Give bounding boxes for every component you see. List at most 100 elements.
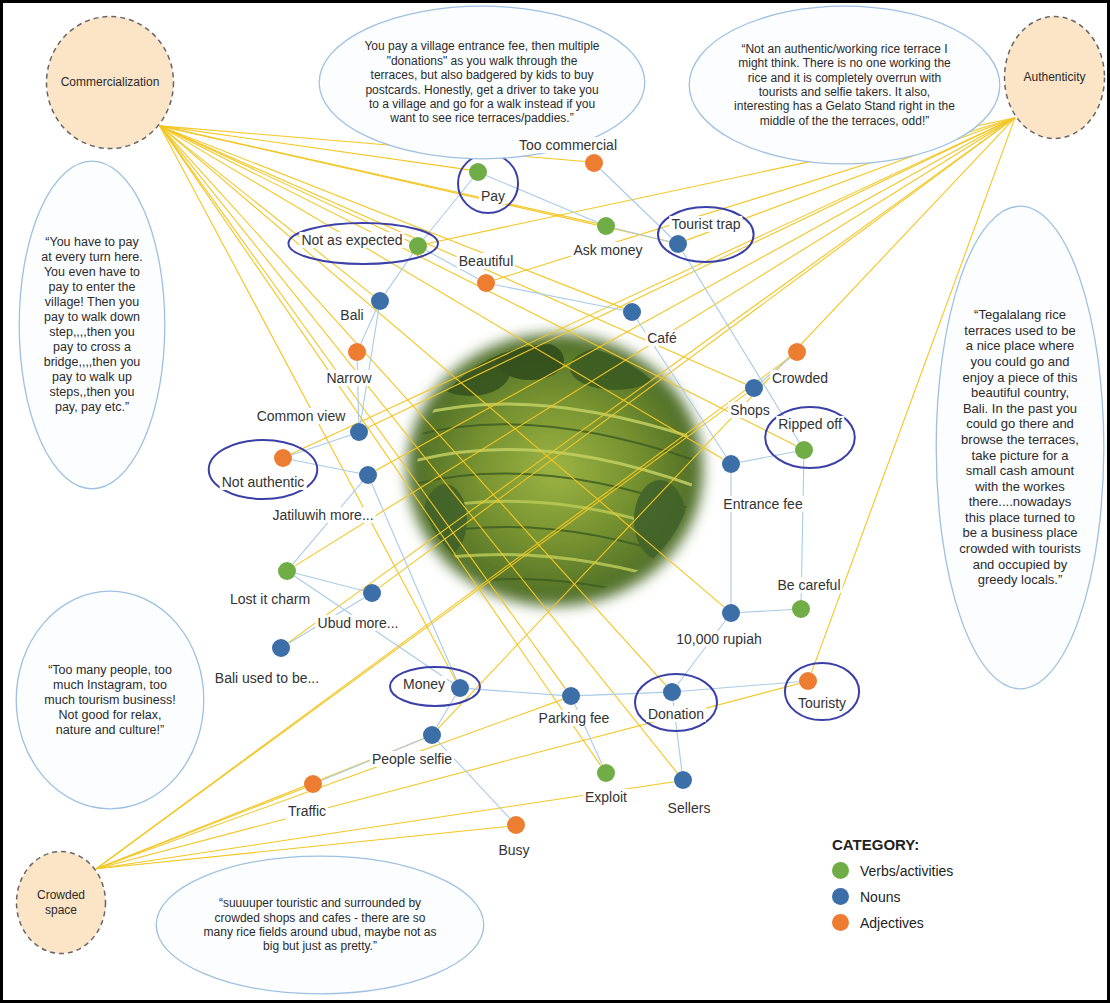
- word-node: Pay: [469, 163, 487, 181]
- word-node: Shops: [745, 379, 763, 397]
- highlight-ring: [658, 207, 754, 262]
- theme-circle: Commercialization: [45, 15, 175, 150]
- word-label: Ripped off: [776, 416, 844, 432]
- word-label: Café: [645, 330, 679, 346]
- quote-text: “Too many people, too much Instagram, to…: [42, 663, 179, 738]
- connector-line: [291, 118, 1015, 454]
- theme-label: Authenticity: [1013, 70, 1097, 84]
- legend-text: Verbs/activities: [860, 863, 953, 879]
- word-label: Traffic: [286, 803, 328, 819]
- word-label: Not as expected: [299, 232, 404, 248]
- highlight-ring: [765, 407, 855, 468]
- legend-title: CATEGORY:: [832, 836, 953, 853]
- quote-text-block: “Too many people, too much Instagram, to…: [42, 663, 179, 738]
- quote-outline: [19, 161, 165, 489]
- connector-line: [296, 573, 364, 590]
- connector-line: [372, 483, 457, 679]
- connector-line: [615, 228, 670, 242]
- connector-line: [160, 126, 601, 766]
- connector-line: [160, 126, 566, 689]
- word-label: Bali: [338, 307, 365, 323]
- connector-line: [292, 435, 351, 455]
- connector-line: [424, 179, 473, 239]
- theme-outline: [17, 852, 106, 954]
- quote-text-block: You pay a village entrance fee, then mul…: [364, 39, 600, 125]
- word-node: Beautiful: [477, 274, 495, 292]
- connector-line: [495, 285, 623, 310]
- legend-row: Verbs/activities: [832, 862, 953, 879]
- word-node: Tourist trap: [669, 235, 687, 253]
- connector-line: [438, 118, 1015, 729]
- quote-ellipse: “Not an authentic/working rice terrace I…: [688, 5, 1001, 165]
- word-node: Lost it charm: [278, 562, 296, 580]
- quote-ellipse: “Tegalalang rice terraces used to be a n…: [935, 205, 1105, 690]
- connector-line: [160, 126, 410, 242]
- word-label: Jatiluwih more...: [270, 507, 375, 523]
- theme-text: Authenticity: [1013, 70, 1097, 84]
- word-node: People selfie: [423, 726, 441, 744]
- legend-row: Nouns: [832, 888, 953, 905]
- word-label: Ask money: [571, 242, 644, 258]
- word-label: People selfie: [370, 751, 454, 767]
- connector-line: [580, 692, 663, 695]
- highlight-ring: [635, 674, 717, 731]
- theme-text: Commercialization: [58, 75, 162, 89]
- connector-line: [160, 126, 677, 773]
- legend-swatch: [832, 914, 849, 931]
- connector-line: [160, 126, 746, 384]
- word-node: Common view: [350, 423, 368, 441]
- word-label: Busy: [496, 842, 531, 858]
- highlight-ring: [288, 223, 438, 264]
- theme-outline: [47, 17, 174, 149]
- quote-outline: [936, 206, 1104, 689]
- connector-line: [379, 118, 1015, 588]
- legend-swatch: [832, 862, 849, 879]
- connector-line: [637, 320, 726, 457]
- quote-text: “You have to pay at every turn here. You…: [39, 235, 146, 415]
- word-label: 10,000 rupiah: [674, 631, 764, 647]
- word-label: Money: [401, 676, 447, 692]
- highlight-ring: [390, 667, 480, 706]
- connector-line: [160, 126, 373, 295]
- quote-text: “Not an authentic/working rice terrace I…: [732, 42, 957, 128]
- word-label: Ubud more...: [316, 615, 401, 631]
- word-label: Sellers: [666, 800, 713, 816]
- word-label: Beautiful: [457, 253, 515, 269]
- word-node: Money: [451, 679, 469, 697]
- word-label: Entrance fee: [721, 496, 804, 512]
- word-label: Shops: [728, 402, 772, 418]
- legend-text: Nouns: [860, 889, 900, 905]
- quote-ellipse: “You have to pay at every turn here. You…: [18, 160, 166, 490]
- legend-row: Adjectives: [832, 914, 953, 931]
- word-label: Too commercial: [517, 137, 619, 153]
- legend-text: Adjectives: [860, 915, 924, 931]
- connector-line: [740, 452, 795, 463]
- connector-line: [96, 393, 747, 868]
- word-node: Busy: [507, 816, 525, 834]
- quote-text-block: “Tegalalang rice terraces used to be a n…: [959, 307, 1081, 588]
- word-node: Ubud more...: [363, 584, 381, 602]
- word-node: Parking fee: [562, 687, 580, 705]
- quote-text-block: “Not an authentic/working rice terrace I…: [732, 42, 957, 128]
- connector-line: [96, 782, 674, 869]
- word-node: Donation: [663, 683, 681, 701]
- word-node: Narrow: [348, 343, 366, 361]
- word-node: Crowded: [788, 343, 806, 361]
- quote-text: “Tegalalang rice terraces used to be a n…: [959, 307, 1081, 588]
- connector-line: [360, 310, 378, 423]
- quote-ellipse: “suuuuper touristic and surrounded by cr…: [155, 855, 485, 995]
- quote-outline: [156, 856, 484, 994]
- quote-text-block: “suuuuper touristic and surrounded by cr…: [201, 896, 439, 954]
- word-label: Crowded: [770, 370, 830, 386]
- theme-text: Crowded space: [30, 888, 92, 917]
- word-label: Pay: [479, 188, 507, 204]
- quote-outline: [16, 591, 204, 809]
- connector-line: [292, 460, 359, 473]
- word-label: Narrow: [324, 370, 373, 386]
- connector-line: [740, 610, 792, 613]
- word-node: Sellers: [674, 771, 692, 789]
- word-node: Café: [623, 303, 641, 321]
- theme-circle: Authenticity: [1003, 15, 1106, 140]
- word-label: Not authentic: [220, 474, 307, 490]
